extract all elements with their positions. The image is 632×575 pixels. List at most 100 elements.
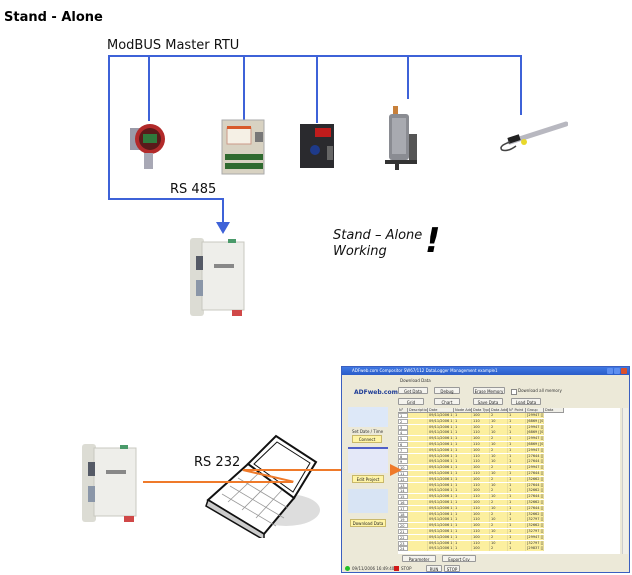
stop-button[interactable]: STOP bbox=[444, 565, 460, 572]
table-cell: 1 bbox=[508, 436, 526, 442]
table-cell: 1 bbox=[454, 529, 472, 534]
run-button[interactable]: RUN bbox=[426, 565, 442, 572]
laptop-icon bbox=[198, 430, 328, 542]
load-data-button[interactable]: Load Data bbox=[511, 398, 541, 405]
table-cell bbox=[408, 430, 428, 436]
table-cell: 1 bbox=[508, 534, 526, 540]
table-cell: 10 bbox=[490, 430, 508, 436]
connect-button[interactable]: Connect bbox=[352, 435, 382, 443]
table-cell: 2 bbox=[490, 413, 508, 418]
table-cell: [29947 []0 bbox=[526, 424, 544, 430]
table-cell: 110 bbox=[472, 482, 490, 488]
table-cell: 09/11/2006 1 bbox=[428, 494, 454, 500]
minimize-button[interactable] bbox=[607, 368, 613, 374]
table-cell: [6869 []0 ] bbox=[526, 430, 544, 436]
table-cell: 2 bbox=[490, 447, 508, 453]
table-cell: 1 bbox=[454, 418, 472, 424]
table-cell: 1 bbox=[454, 465, 472, 471]
controller-device bbox=[299, 122, 339, 170]
maximize-button[interactable] bbox=[614, 368, 620, 374]
erase-memory-button[interactable]: Erase Memory bbox=[473, 387, 505, 394]
table-cell: [29947 []0 bbox=[526, 413, 544, 418]
table-cell: 1 bbox=[508, 430, 526, 436]
table-cell: 1 bbox=[454, 511, 472, 517]
row-number: 21 bbox=[398, 529, 408, 534]
table-cell: 1 bbox=[454, 453, 472, 459]
row-number: 8 bbox=[398, 453, 408, 459]
table-cell: [27644 []0 bbox=[526, 505, 544, 511]
table-cell bbox=[408, 413, 428, 418]
temperature-probe-device bbox=[496, 120, 569, 154]
table-cell: 1 bbox=[454, 488, 472, 494]
grid-scrollbar[interactable] bbox=[622, 408, 628, 554]
table-cell: 2 bbox=[490, 476, 508, 482]
bus-line-left bbox=[108, 55, 110, 200]
bus-line bbox=[108, 55, 521, 57]
table-cell: 09/11/2006 1 bbox=[428, 418, 454, 424]
table-cell: 10 bbox=[490, 482, 508, 488]
table-cell: 10 bbox=[490, 505, 508, 511]
chart-button[interactable]: Chart bbox=[434, 398, 460, 405]
download-all-checkbox[interactable] bbox=[511, 389, 517, 395]
table-cell bbox=[408, 529, 428, 534]
table-cell: [32662 []0 bbox=[526, 511, 544, 517]
download-data-button[interactable]: Download Data bbox=[350, 519, 386, 527]
col-header: N° Point bbox=[508, 408, 526, 413]
table-cell: 10 bbox=[490, 459, 508, 465]
close-button[interactable] bbox=[621, 368, 627, 374]
table-cell: 2 bbox=[490, 511, 508, 517]
row-number: 17 bbox=[398, 505, 408, 511]
table-cell: 09/11/2006 1 bbox=[428, 459, 454, 465]
parameter-button[interactable]: Parameter bbox=[402, 555, 436, 562]
row-number: 20 bbox=[398, 523, 408, 529]
get-data-button[interactable]: Get Data bbox=[398, 387, 428, 394]
edit-project-button[interactable]: Edit Project bbox=[352, 475, 384, 483]
table-cell: 1 bbox=[508, 465, 526, 471]
table-cell: 09/11/2006 1 bbox=[428, 500, 454, 505]
row-number: 14 bbox=[398, 488, 408, 494]
row-number: 18 bbox=[398, 511, 408, 517]
debug-button[interactable]: Debug bbox=[434, 387, 460, 394]
save-data-button[interactable]: Save Data bbox=[473, 398, 503, 405]
table-cell: 1 bbox=[454, 471, 472, 476]
group-label: Download Data bbox=[400, 378, 431, 383]
table-cell: 1 bbox=[454, 459, 472, 465]
row-number: 9 bbox=[398, 459, 408, 465]
table-cell: 09/11/2006 1 bbox=[428, 529, 454, 534]
rs232-cable bbox=[143, 481, 293, 483]
export-csv-button[interactable]: Export Csv bbox=[442, 555, 476, 562]
grid-button[interactable]: Grid bbox=[398, 398, 424, 405]
col-header: Data bbox=[544, 408, 564, 413]
table-cell: 110 bbox=[472, 505, 490, 511]
table-cell: 100 bbox=[472, 476, 490, 482]
row-number: 23 bbox=[398, 540, 408, 546]
set-date-time-label[interactable]: Set Date / Time bbox=[352, 429, 384, 434]
table-cell: [27644 []0 bbox=[526, 453, 544, 459]
table-cell: 10 bbox=[490, 471, 508, 476]
table-cell: 2 bbox=[490, 436, 508, 442]
